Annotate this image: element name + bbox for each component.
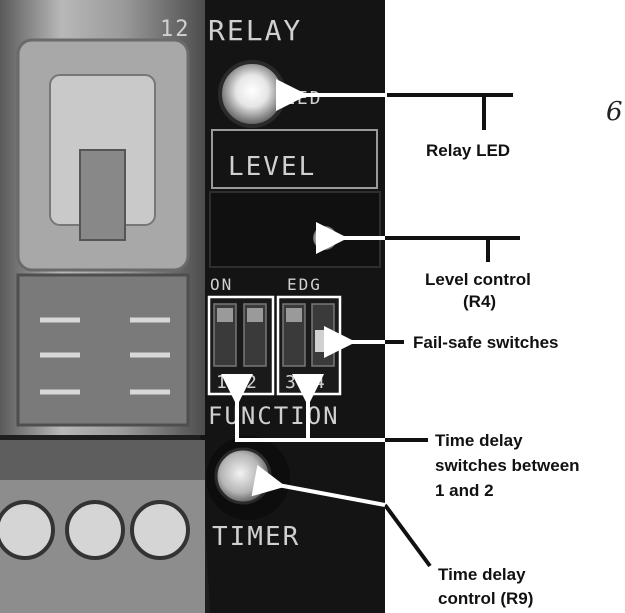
relay-base <box>16 273 190 427</box>
led-label: LED <box>284 88 323 109</box>
time-delay-control-leader <box>383 503 432 568</box>
callout-time-delay-switches-line2: switches between <box>435 456 580 475</box>
callout-fail-safe: Fail-safe switches <box>413 333 559 352</box>
relay-top-fragment: 12 <box>160 17 191 42</box>
relay-label: RELAY <box>208 14 302 47</box>
terminal-screw <box>0 500 55 560</box>
callout-lines <box>383 93 520 568</box>
terminal-screw <box>65 500 125 560</box>
dip-number-2: 2 <box>246 372 259 393</box>
level-pot-well <box>209 191 381 268</box>
relay-core <box>79 149 126 241</box>
time-delay-control-arrow <box>251 464 386 507</box>
callout-level-control-line1: Level control <box>425 270 531 289</box>
dip-number-1: 1 <box>216 372 229 393</box>
dip-switch-1-knob <box>217 308 233 322</box>
edg-label: EDG <box>287 275 322 294</box>
callout-arrows <box>221 79 387 507</box>
on-label: ON <box>210 275 233 294</box>
timer-knob <box>214 447 272 505</box>
level-pot <box>313 226 337 250</box>
level-label: LEVEL <box>228 152 316 182</box>
dip-switch-3-knob <box>286 308 302 322</box>
relay-led <box>218 60 286 128</box>
level-label-box <box>211 129 378 189</box>
callout-time-delay-switches-line1: Time delay <box>435 431 523 450</box>
edge-glyph: 6 <box>606 97 623 127</box>
dip-switch-2-knob <box>247 308 263 322</box>
dip-switch-4-knob <box>315 330 331 352</box>
function-label: FUNCTION <box>208 402 340 430</box>
callout-time-delay-control-line1: Time delay <box>438 565 526 584</box>
callout-level-control-line2: (R4) <box>463 292 496 311</box>
callout-time-delay-control-line2: control (R9) <box>438 589 533 608</box>
timer-label: TIMER <box>212 522 300 552</box>
dip-number-3: 3 <box>285 372 298 393</box>
callout-time-delay-switches-line3: 1 and 2 <box>435 481 494 500</box>
device-photo: 12 RELAY LED LEVEL ON EDG 1 <box>0 0 385 613</box>
terminal-rail <box>0 440 205 480</box>
terminal-screw <box>130 500 190 560</box>
dip-number-4: 4 <box>314 372 327 393</box>
callout-relay-led: Relay LED <box>426 141 510 160</box>
